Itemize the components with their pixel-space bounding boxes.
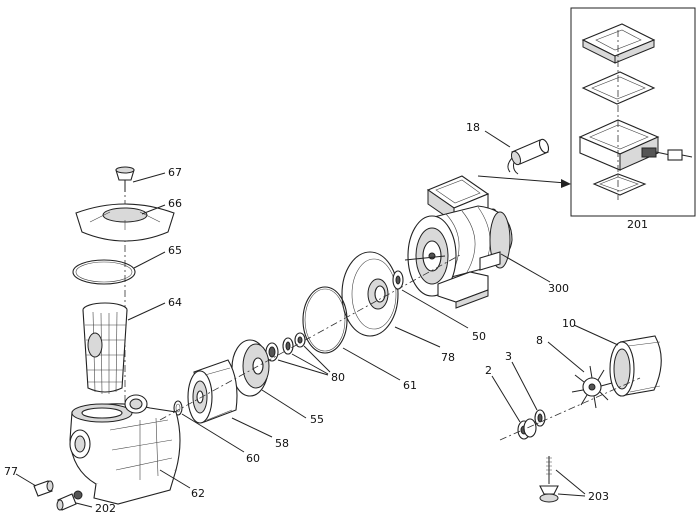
bearing-3: 3 (505, 350, 546, 427)
arrow-to-inset (477, 175, 571, 188)
main-axis (159, 254, 461, 421)
bearing-2: 2 (485, 364, 537, 440)
label-201: 201 (627, 218, 648, 231)
label-80: 80 (331, 371, 345, 384)
label-10: 10 (562, 317, 576, 330)
label-2: 2 (485, 364, 492, 377)
strainer-lid-66: 66 (75, 197, 182, 242)
pump-housing-62: 62 (69, 394, 205, 505)
label-55: 55 (310, 413, 324, 426)
control-box-inset: 201 (570, 7, 696, 231)
seal-plate: 78 (341, 251, 455, 364)
label-62: 62 (191, 487, 205, 500)
lid-knob-67: 67 (115, 166, 182, 192)
label-18: 18 (466, 121, 480, 134)
label-3: 3 (505, 350, 512, 363)
fitting-202: 202 (56, 490, 116, 515)
box-gasket (581, 71, 656, 105)
label-300: 300 (548, 282, 569, 295)
label-64: 64 (168, 296, 182, 309)
motor: 300 (404, 175, 569, 309)
box-body (578, 119, 693, 171)
strainer-basket-64: 64 (82, 296, 182, 395)
label-58: 58 (275, 437, 289, 450)
mechanical-seal-50: 50 (392, 270, 486, 343)
label-78: 78 (441, 351, 455, 364)
label-50: 50 (472, 330, 486, 343)
drain-plug-203: 203 (539, 456, 609, 503)
drain-plug-77: 77 (4, 465, 54, 497)
label-77: 77 (4, 465, 18, 478)
label-203: 203 (588, 490, 609, 503)
label-202: 202 (95, 502, 116, 515)
label-8: 8 (536, 334, 543, 347)
label-60: 60 (246, 452, 260, 465)
diffuser: 58 (187, 359, 289, 450)
lid-o-ring-65: 65 (72, 244, 182, 285)
label-67: 67 (168, 166, 182, 179)
inset-frame (570, 7, 696, 217)
label-61: 61 (403, 379, 417, 392)
box-lid (581, 23, 656, 64)
label-65: 65 (168, 244, 182, 257)
impeller: 55 (231, 339, 324, 426)
fan-axis (499, 377, 641, 441)
label-66: 66 (168, 197, 182, 210)
o-ring-60: 60 (173, 400, 260, 465)
box-base-gasket (592, 173, 647, 196)
o-ring-61: 61 (302, 286, 417, 392)
seal-rings-80: 80 (265, 332, 345, 384)
fan: 8 (536, 334, 613, 409)
fan-cover: 10 (562, 317, 662, 397)
capacitor: 18 (466, 121, 550, 175)
